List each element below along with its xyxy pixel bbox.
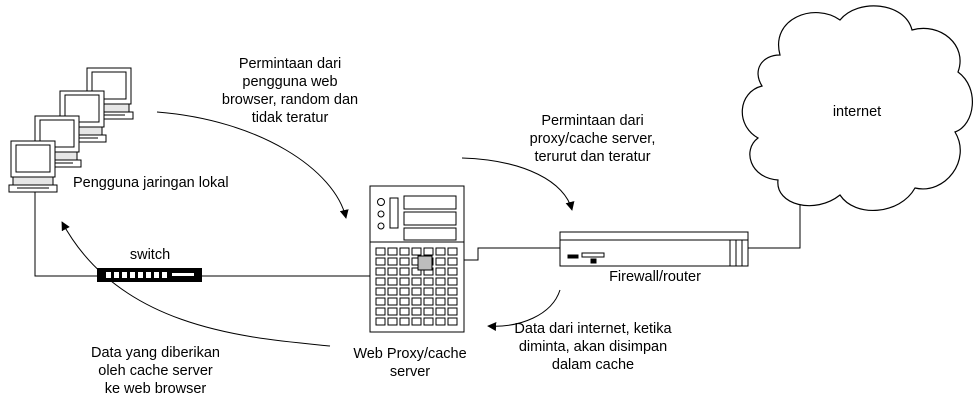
- flow-arrows: [61, 111, 575, 347]
- label-request-from-proxy: Permintaan dari proxy/cache server, teru…: [529, 113, 656, 165]
- arrow-user-request: [156, 111, 349, 219]
- tower-server-icon: [369, 185, 465, 333]
- label-switch: switch: [129, 247, 171, 263]
- label-firewall: Firewall/router: [609, 269, 701, 285]
- arrow-proxy-request: [461, 157, 575, 211]
- arrow-data-to-browser: [61, 221, 331, 347]
- rack-router-icon: [559, 231, 749, 267]
- network-switch-icon: [97, 268, 202, 282]
- arrow-internet-data: [487, 289, 561, 331]
- cloud-icon: [741, 5, 973, 212]
- label-data-from-internet: Data dari internet, ketika diminta, akan…: [514, 321, 672, 373]
- label-internet: internet: [832, 104, 882, 120]
- network-wires: [34, 190, 801, 277]
- label-data-to-browser: Data yang diberikan oleh cache server ke…: [91, 345, 220, 397]
- desktop-computer-icon: [8, 140, 58, 193]
- label-proxy-server: Web Proxy/cache server: [353, 346, 467, 380]
- label-request-from-users: Permintaan dari pengguna web browser, ra…: [221, 56, 359, 126]
- label-local-users: Pengguna jaringan lokal: [73, 175, 229, 191]
